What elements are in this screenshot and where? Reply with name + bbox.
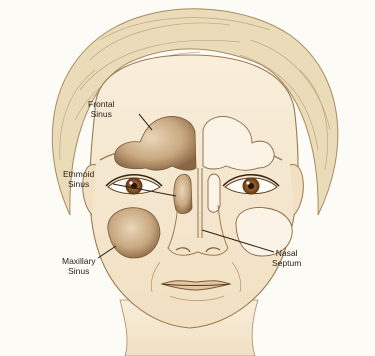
label-maxillary-line1: Maxillary [62,256,96,266]
label-frontal-sinus: Frontal Sinus [88,99,114,119]
label-ethmoid-sinus: Ethmoid Sinus [63,169,94,189]
label-frontal-line2: Sinus [88,109,114,119]
label-maxillary-sinus: Maxillary Sinus [62,256,96,276]
label-nasal-septum: Nasal Septum [272,248,301,268]
ethmoid-sinus-left [174,174,192,213]
label-ethmoid-line2: Sinus [63,179,94,189]
label-frontal-line1: Frontal [88,99,114,109]
label-ethmoid-line1: Ethmoid [63,169,94,179]
label-maxillary-line2: Sinus [62,266,96,276]
label-septum-line1: Nasal [272,248,301,258]
label-septum-line2: Septum [272,258,301,268]
